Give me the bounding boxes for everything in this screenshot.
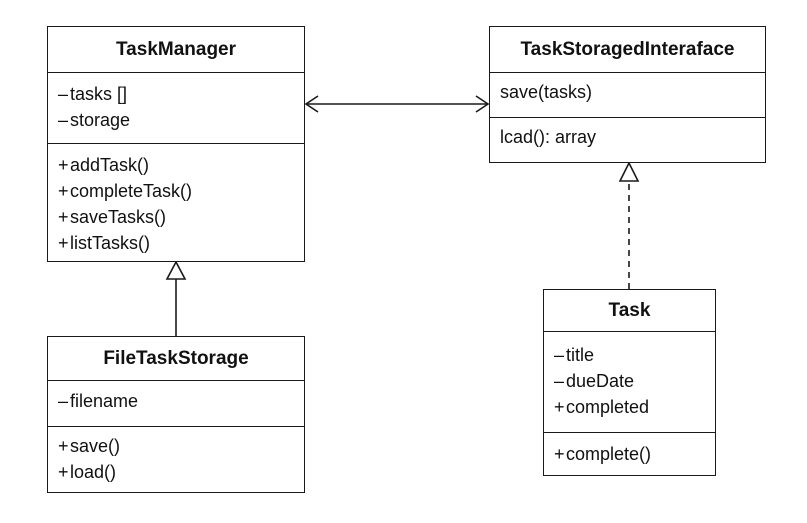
attributes-compartment: –tasks [] –storage (48, 73, 304, 143)
attribute: save(tasks) (500, 82, 593, 102)
methods-compartment: lcad(): array (490, 117, 765, 156)
method: +completeTask() (58, 181, 193, 201)
method: +complete() (554, 444, 652, 464)
class-task: Task –title –dueDate +completed +complet… (543, 289, 716, 476)
inheritance-arrow (165, 260, 187, 336)
attributes-compartment: –filename (48, 381, 304, 426)
class-name: TaskStoragedInteraface (490, 27, 765, 73)
method: +addTask() (58, 155, 150, 175)
methods-compartment: +addTask() +completeTask() +saveTasks() … (48, 143, 304, 262)
class-file-task-storage: FileTaskStorage –filename +save() +load(… (47, 336, 305, 493)
methods-compartment: +save() +load() (48, 426, 304, 491)
method: +save() (58, 436, 121, 456)
association-line (304, 95, 490, 113)
method: +saveTasks() (58, 207, 167, 227)
attribute: –tasks [] (58, 84, 128, 104)
class-task-storage-interface: TaskStoragedInteraface save(tasks) lcad(… (489, 26, 766, 163)
method: +listTasks() (58, 233, 150, 253)
attributes-compartment: –title –dueDate +completed (544, 332, 715, 432)
methods-compartment: +complete() (544, 432, 715, 473)
attribute: –filename (58, 391, 139, 411)
attribute: –dueDate (554, 371, 635, 391)
attribute: +completed (554, 397, 650, 417)
attribute: –title (554, 345, 595, 365)
attributes-compartment: save(tasks) (490, 73, 765, 117)
class-name: FileTaskStorage (48, 337, 304, 381)
realization-arrow (618, 161, 640, 289)
class-name: TaskManager (48, 27, 304, 73)
class-name: Task (544, 290, 715, 332)
method: lcad(): array (500, 127, 597, 147)
attribute: –storage (58, 110, 131, 130)
method: +load() (58, 462, 117, 482)
class-task-manager: TaskManager –tasks [] –storage +addTask(… (47, 26, 305, 262)
